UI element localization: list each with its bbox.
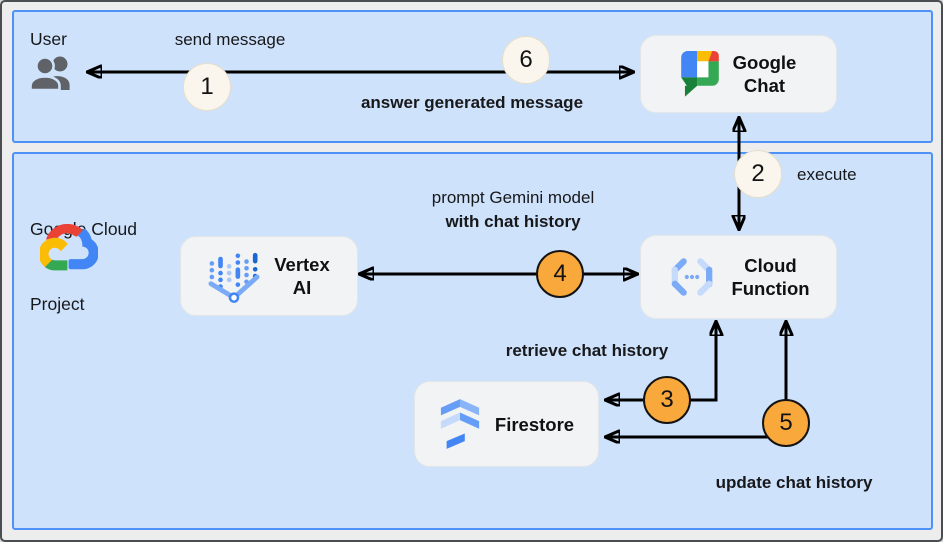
firestore-node: Firestore: [414, 381, 599, 467]
user-zone-label: User: [30, 29, 67, 49]
update-chat-history-label: update chat history: [715, 473, 873, 492]
user-people-icon: [28, 54, 78, 92]
prompt-gemini-label: prompt Gemini model: [431, 188, 595, 207]
answer-generated-label: answer generated message: [360, 93, 584, 112]
cloud-function-icon: [667, 256, 717, 298]
step-badge-3: 3: [643, 376, 691, 424]
step-badge-2: 2: [734, 150, 782, 198]
google-cloud-icon: [40, 224, 98, 271]
cloud-function-label: Cloud Function: [731, 255, 810, 299]
vertex-ai-icon: [208, 249, 260, 303]
execute-label: execute: [797, 165, 857, 184]
step-badge-1: 1: [183, 63, 231, 111]
google-chat-node: Google Chat: [640, 35, 837, 113]
retrieve-chat-history-label: retrieve chat history: [505, 341, 669, 360]
step-badge-4: 4: [536, 250, 584, 298]
google-chat-label: Google Chat: [732, 52, 797, 96]
google-chat-icon: [680, 50, 719, 98]
step-badge-5: 5: [762, 399, 810, 447]
cloud-function-node: Cloud Function: [640, 235, 837, 319]
vertex-ai-label: Vertex AI: [274, 254, 330, 298]
with-chat-history-label: with chat history: [445, 212, 581, 231]
vertex-ai-node: Vertex AI: [180, 236, 358, 316]
send-message-label: send message: [174, 30, 286, 49]
firestore-icon: [439, 398, 481, 450]
firestore-label: Firestore: [494, 413, 575, 435]
step-badge-6: 6: [502, 36, 550, 84]
